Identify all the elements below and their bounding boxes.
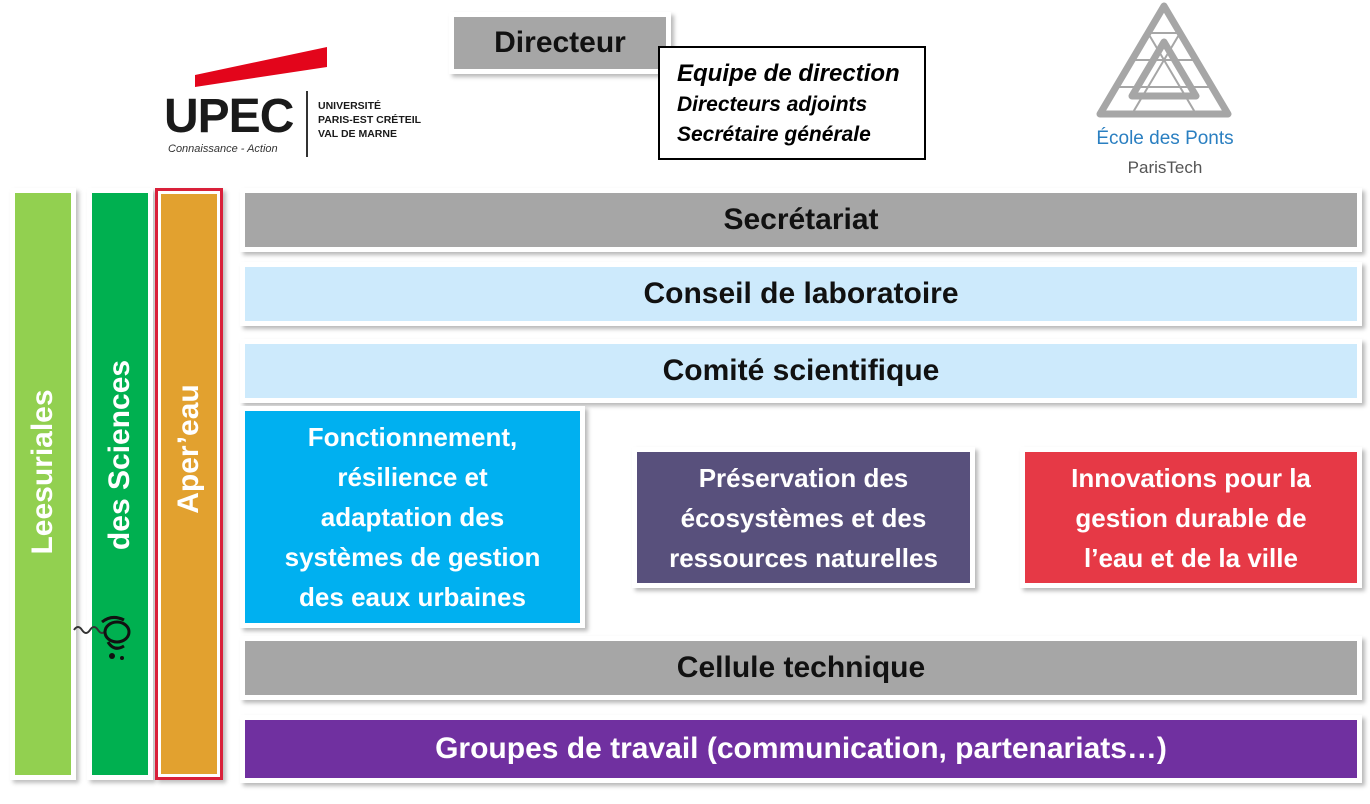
groupes-label: Groupes de travail (communication, parte… xyxy=(435,732,1167,765)
upec-red-flag-icon xyxy=(195,47,327,87)
enpc-logo: École des Ponts ParisTech xyxy=(1090,0,1240,185)
comite-row: Comité scientifique xyxy=(240,339,1362,403)
enpc-name: École des Ponts xyxy=(1096,128,1234,149)
upec-wordmark: UPEC xyxy=(164,90,294,143)
theme-box-ecosystems: Préservation des écosystèmes et des ress… xyxy=(632,447,975,588)
vertical-bar-sciences: des Sciences xyxy=(87,188,153,780)
cellule-label: Cellule technique xyxy=(676,651,926,684)
theme-line: résilience et xyxy=(337,462,488,492)
theme-line: adaptation des xyxy=(320,502,505,532)
equipe-direction-box: Equipe de direction Directeurs adjoints … xyxy=(658,46,926,160)
conseil-row: Conseil de laboratoire xyxy=(240,262,1362,326)
theme-box-innovations: Innovations pour la gestion durable de l… xyxy=(1020,447,1362,588)
theme-line: Innovations pour la xyxy=(1071,462,1311,493)
groupes-travail-row: Groupes de travail (communication, parte… xyxy=(240,715,1362,783)
vertical-bar-label: Leesuriales xyxy=(26,389,59,555)
vertical-bar-label: Aper’eau xyxy=(172,384,205,514)
directeur-label: Directeur xyxy=(494,26,626,59)
vertical-bar-apereau: Aper’eau xyxy=(155,188,223,780)
theme-line: Fonctionnement, xyxy=(307,422,518,452)
upec-tagline: Connaissance - Action xyxy=(168,143,278,155)
theme-line: gestion durable de xyxy=(1075,502,1307,533)
equipe-line-secretaire: Secrétaire générale xyxy=(677,123,871,146)
theme-line: ressources naturelles xyxy=(669,542,938,573)
upec-university-name: UNIVERSITÉ PARIS-EST CRÉTEIL VAL DE MARN… xyxy=(318,100,422,140)
conseil-label: Conseil de laboratoire xyxy=(643,277,959,310)
squiggle-logo-icon xyxy=(73,615,131,660)
vertical-bar-label: des Sciences xyxy=(103,359,136,550)
enpc-triangle-icon xyxy=(1096,2,1232,118)
theme-line: systèmes de gestion xyxy=(284,542,541,572)
upec-separator xyxy=(306,91,308,157)
theme-line: des eaux urbaines xyxy=(299,582,526,612)
upec-logo: UPEC UNIVERSITÉ PARIS-EST CRÉTEIL VAL DE… xyxy=(160,45,430,165)
secretariat-label: Secrétariat xyxy=(723,203,879,236)
directeur-box: Directeur xyxy=(449,12,671,74)
theme-box-urban-water: Fonctionnement, résilience et adaptation… xyxy=(240,406,585,628)
cellule-technique-row: Cellule technique xyxy=(240,636,1362,700)
equipe-line-adjoints: Directeurs adjoints xyxy=(677,93,868,116)
theme-line: écosystèmes et des xyxy=(680,502,927,533)
theme-line: Préservation des xyxy=(698,462,909,493)
theme-line: l’eau et de la ville xyxy=(1084,542,1298,573)
enpc-paristech: ParisTech xyxy=(1127,158,1203,177)
equipe-title: Equipe de direction xyxy=(677,60,900,87)
comite-label: Comité scientifique xyxy=(662,354,940,387)
secretariat-row: Secrétariat xyxy=(240,188,1362,252)
vertical-bar-leesuriales: Leesuriales xyxy=(10,188,76,780)
